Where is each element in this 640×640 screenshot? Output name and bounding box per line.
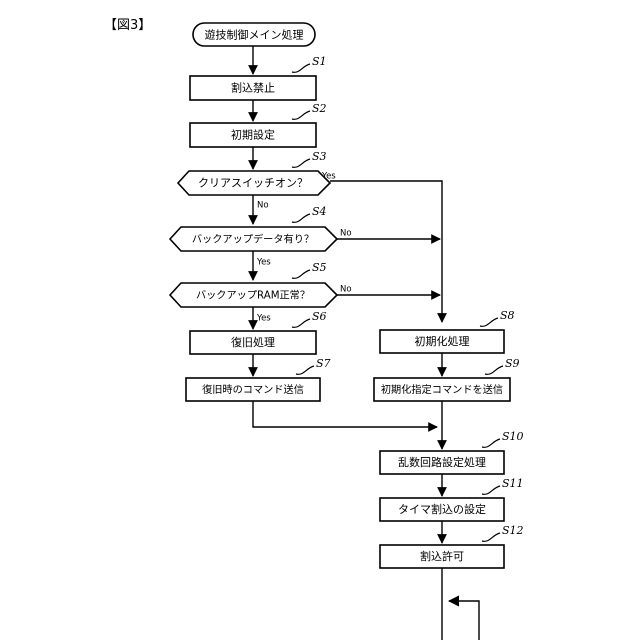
branch-label-s5-yes: Yes	[256, 314, 271, 324]
step-label-s10: S10	[502, 430, 524, 443]
leader-s8	[479, 317, 499, 327]
leader-s10	[481, 438, 501, 448]
step-label-s6: S6	[312, 310, 327, 323]
node-s10: 乱数回路設定処理	[379, 450, 505, 475]
node-s4: バックアップデータ有り？	[168, 226, 339, 252]
step-label-s1: S1	[312, 55, 327, 68]
node-s8: 初期化処理	[379, 329, 505, 354]
branch-label-s3-no: No	[257, 201, 269, 211]
node-s12: 割込許可	[379, 544, 505, 569]
leader-s11	[481, 485, 501, 495]
node-s6-label: 復旧処理	[231, 336, 275, 349]
node-s3-label: クリアスイッチオン？	[198, 177, 308, 190]
step-label-s5: S5	[312, 261, 327, 274]
node-s6: 復旧処理	[189, 330, 317, 355]
node-s5: バックアップRAM正常？	[168, 282, 339, 308]
node-s11: タイマ割込の設定	[379, 497, 505, 522]
step-label-s9: S9	[505, 357, 520, 370]
branch-label-s4-yes: Yes	[256, 258, 271, 268]
step-label-s12: S12	[502, 524, 524, 537]
leader-s2	[291, 110, 311, 120]
step-label-s11: S11	[502, 477, 524, 490]
figure-caption: 【図3】	[104, 18, 152, 33]
branch-label-s3-yes: Yes	[321, 172, 336, 182]
node-s9: 初期化指定コマンドを送信	[373, 377, 511, 402]
node-s7-label: 復旧時のコマンド送信	[202, 383, 304, 396]
node-s10-label: 乱数回路設定処理	[398, 455, 486, 469]
leader-s4	[291, 213, 311, 223]
leader-s5	[291, 269, 311, 279]
node-s11-label: タイマ割込の設定	[398, 502, 486, 516]
leader-s1	[291, 63, 311, 73]
step-label-s4: S4	[312, 205, 327, 218]
branch-label-s4-no: No	[340, 229, 352, 239]
node-s5-label: バックアップRAM正常？	[196, 289, 310, 302]
step-label-s2: S2	[312, 102, 327, 115]
leader-s6	[291, 318, 311, 328]
node-s2: 初期設定	[189, 122, 317, 148]
edge-s3-yes	[330, 180, 447, 323]
branch-label-s5-no: No	[340, 285, 352, 295]
step-label-s3: S3	[312, 150, 327, 163]
edge-loop-return	[447, 595, 480, 640]
leader-s12	[481, 532, 501, 542]
node-s7: 復旧時のコマンド送信	[185, 377, 321, 402]
node-s3: クリアスイッチオン？	[176, 170, 332, 196]
node-s4-label: バックアップデータ有り？	[192, 233, 314, 246]
node-s12-label: 割込許可	[420, 549, 464, 563]
node-s8-label: 初期化処理	[415, 334, 470, 348]
node-s9-label: 初期化指定コマンドを送信	[381, 383, 503, 396]
step-label-s8: S8	[500, 309, 515, 322]
node-start-label: 遊技制御メイン処理	[205, 28, 304, 42]
leader-s7	[295, 365, 315, 375]
node-start: 遊技制御メイン処理	[192, 22, 316, 47]
leader-s3	[291, 158, 311, 168]
node-s2-label: 初期設定	[231, 128, 275, 142]
node-s1-label: 割込禁止	[231, 81, 275, 95]
step-label-s7: S7	[316, 357, 331, 370]
node-s1: 割込禁止	[189, 75, 317, 101]
leader-s9	[484, 365, 504, 375]
edge-s7-s10	[252, 401, 438, 432]
